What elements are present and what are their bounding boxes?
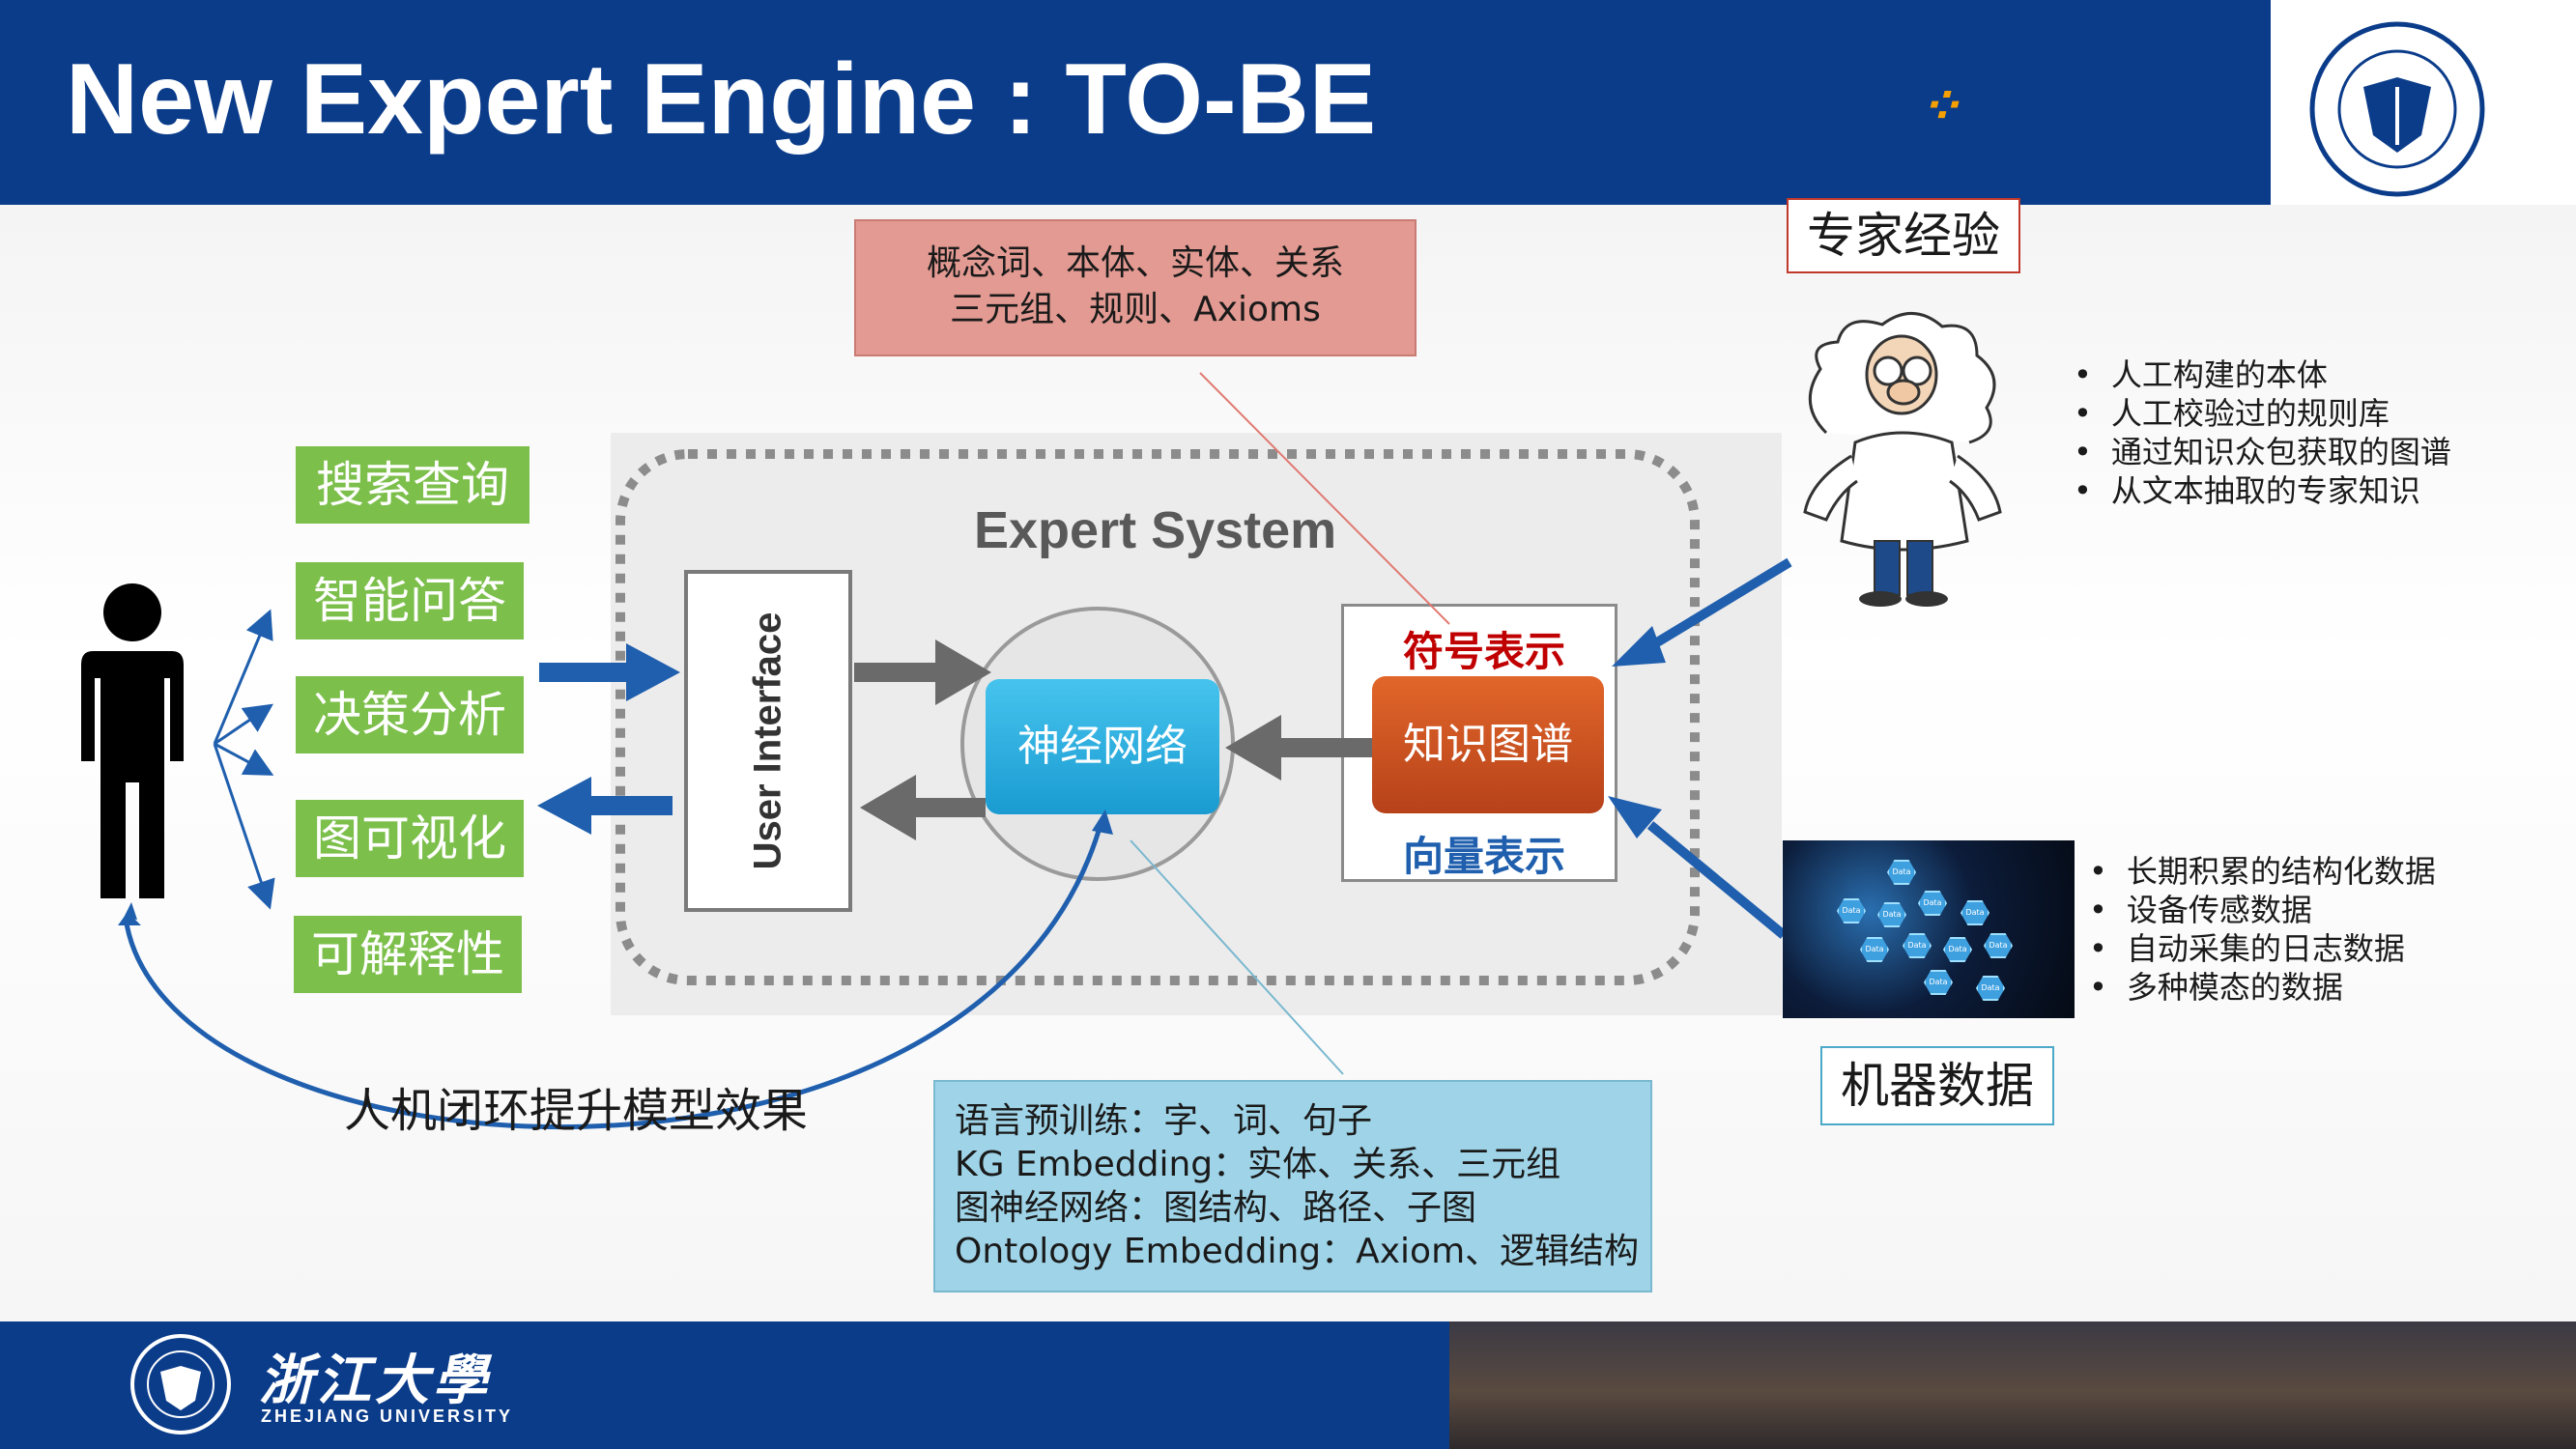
machine-bullet: 设备传感数据	[2089, 891, 2436, 929]
footer-building-photo	[1449, 1321, 2576, 1449]
data-hexagon: Data	[1860, 937, 1889, 962]
embedding-line1: 语言预训练：字、词、句子	[955, 1101, 1373, 1141]
knowledge-graph-box: 知识图谱	[1372, 676, 1604, 813]
data-hexagon: Data	[1887, 860, 1916, 885]
footer-university-name: 浙江大學	[259, 1349, 491, 1412]
zju-seal-icon	[2309, 21, 2485, 197]
expert-bullet-list: 人工构建的本体 人工校验过的规则库 通过知识众包获取的图谱 从文本抽取的专家知识	[2074, 355, 2451, 510]
machine-data-title: 机器数据	[1820, 1046, 2054, 1125]
data-network-image: Data Data Data Data Data Data Data Data …	[1783, 840, 2075, 1018]
data-hexagon: Data	[1976, 976, 2005, 1001]
function-search: 搜索查询	[296, 446, 530, 524]
expert-bullet: 人工校验过的规则库	[2074, 394, 2451, 433]
arrow-expert-to-kg	[1649, 557, 1792, 650]
symbolic-box-line2: 三元组、规则、Axioms	[950, 290, 1321, 329]
data-hexagon: Data	[1918, 891, 1947, 916]
function-decision: 决策分析	[296, 676, 524, 753]
data-hexagon: Data	[1984, 933, 2013, 958]
machine-bullet: 长期积累的结构化数据	[2089, 852, 2436, 891]
symbolic-box-line1: 概念词、本体、实体、关系	[926, 243, 1344, 283]
expert-experience-title: 专家经验	[1787, 198, 2020, 273]
expert-bullet: 通过知识众包获取的图谱	[2074, 433, 2451, 471]
zju-footer-seal-icon	[130, 1334, 231, 1435]
expert-bullet: 人工构建的本体	[2074, 355, 2451, 394]
arrow-into-ui	[539, 643, 680, 701]
symbolic-representation-label: 符号表示	[1403, 628, 1566, 675]
connector-blue-to-nn	[1130, 839, 1344, 1075]
function-explainability: 可解释性	[294, 916, 522, 993]
embedding-methods-box: 语言预训练：字、词、句子 KG Embedding：实体、关系、三元组 图神经网…	[933, 1080, 1652, 1293]
neural-network-box: 神经网络	[986, 679, 1219, 814]
human-machine-loop	[123, 820, 1104, 1130]
machine-bullet-list: 长期积累的结构化数据 设备传感数据 自动采集的日志数据 多种模态的数据	[2089, 852, 2436, 1007]
embedding-line3: 图神经网络：图结构、路径、子图	[955, 1188, 1477, 1228]
data-hexagon: Data	[1837, 898, 1866, 923]
person-fan-lines	[213, 609, 275, 910]
embedding-line2: KG Embedding：实体、关系、三元组	[955, 1145, 1561, 1184]
embedding-line4: Ontology Embedding：Axiom、逻辑结构	[955, 1232, 1640, 1271]
data-hexagon: Data	[1903, 933, 1932, 958]
expert-system-label: Expert System	[974, 501, 1337, 559]
data-hexagon: Data	[1877, 902, 1906, 927]
data-hexagon: Data	[1924, 970, 1953, 995]
loop-label: 人机闭环提升模型效果	[344, 1084, 809, 1138]
data-hexagon: Data	[1943, 937, 1972, 962]
data-hexagon: Data	[1961, 900, 1989, 925]
arrow-kg-to-nn	[1225, 715, 1372, 781]
expert-bullet: 从文本抽取的专家知识	[2074, 471, 2451, 510]
user-interface-box	[684, 570, 852, 912]
machine-bullet: 自动采集的日志数据	[2089, 929, 2436, 968]
connector-pink-to-symbol	[1199, 372, 1450, 625]
arrow-out-of-ui	[537, 777, 673, 835]
function-qa: 智能问答	[296, 562, 524, 639]
symbolic-knowledge-box: 概念词、本体、实体、关系 三元组、规则、Axioms	[854, 219, 1417, 356]
arrow-ui-to-nn	[854, 639, 991, 705]
person-icon	[81, 583, 184, 898]
arrow-nn-to-ui	[860, 775, 986, 840]
arrow-machine-to-kg	[1646, 821, 1788, 939]
scientist-cartoon-icon	[1803, 312, 2002, 607]
datafun-logo: ⁘DataFun.	[1918, 77, 2186, 135]
header-bar	[0, 0, 2576, 205]
expert-system-dashed-border	[615, 449, 1700, 985]
slide-title: New Expert Engine : TO-BE	[66, 43, 1377, 156]
function-visualization: 图可视化	[296, 800, 524, 877]
footer-university-english: ZHEJIANG UNIVERSITY	[261, 1406, 514, 1426]
machine-bullet: 多种模态的数据	[2089, 968, 2436, 1007]
vector-representation-label: 向量表示	[1403, 833, 1566, 880]
